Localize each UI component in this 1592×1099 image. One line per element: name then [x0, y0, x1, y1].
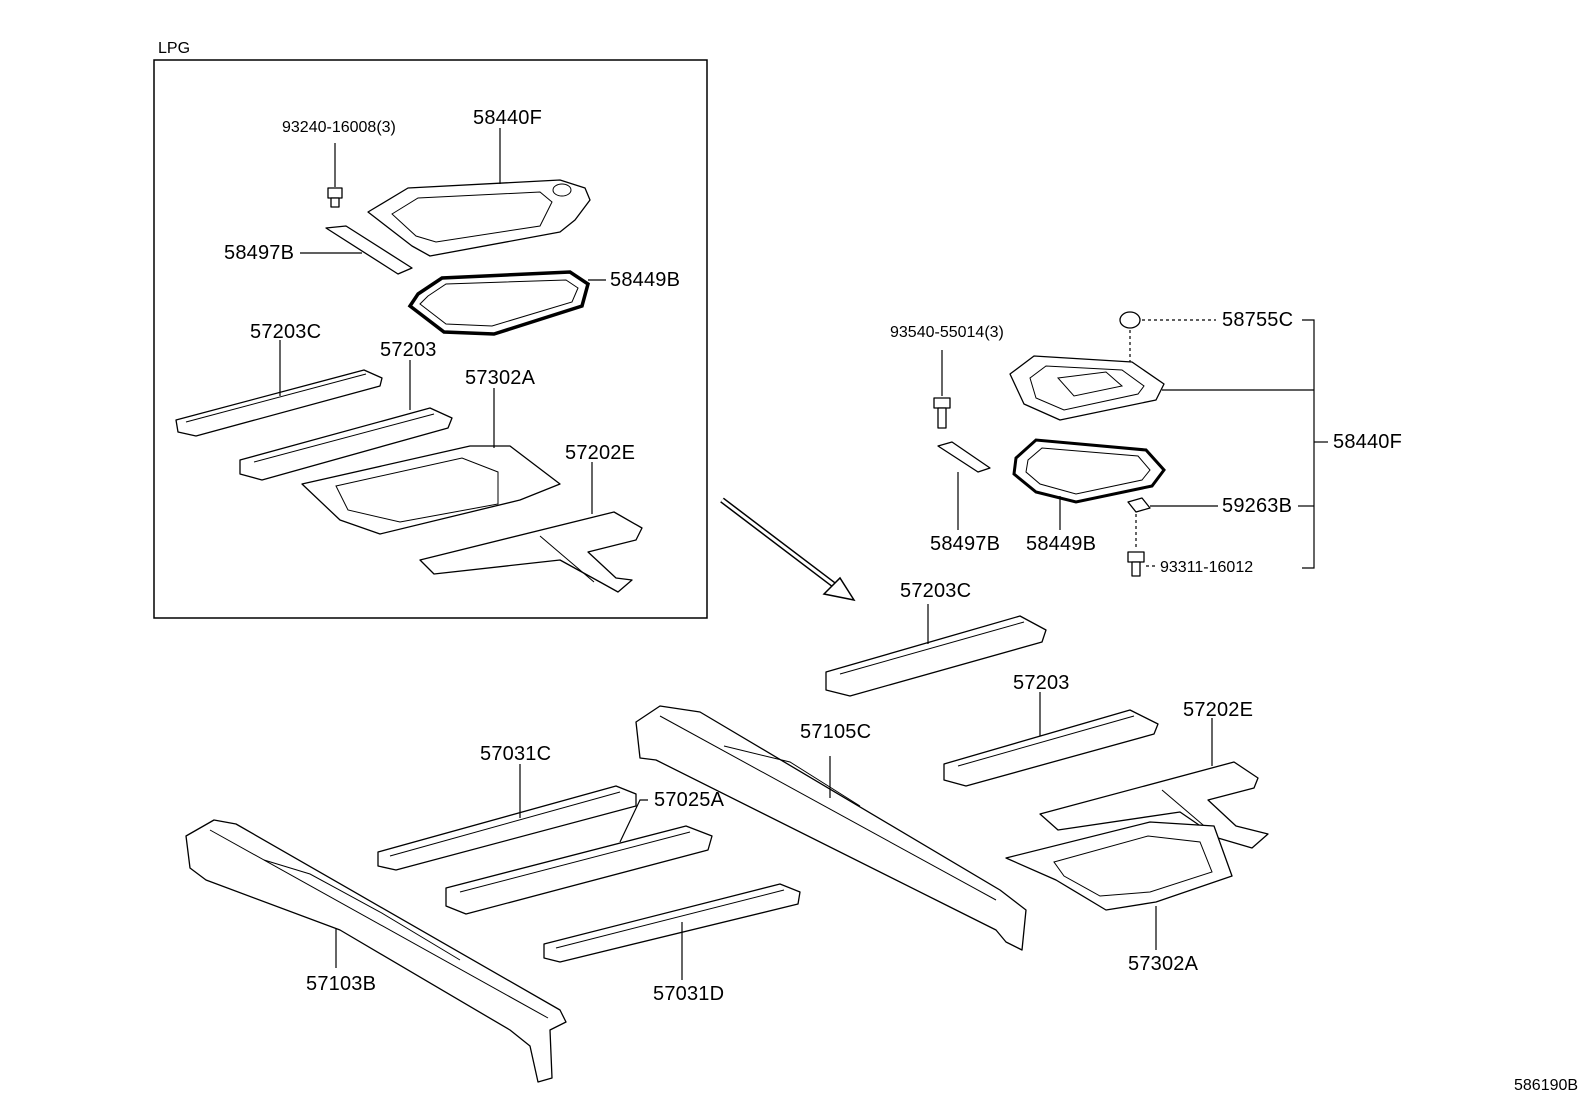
right-bracket-label: 58497B	[930, 533, 1000, 555]
side-member-b-label: 57103B	[306, 973, 376, 995]
right-cover-bracket	[1162, 319, 1328, 569]
right-clip-label: 59263B	[1222, 495, 1292, 517]
side-member-c-label: 57105C	[800, 721, 871, 743]
crossmember-d-label: 57031D	[653, 983, 724, 1005]
main-frame: 57105C 57031C 57025A 57031D 5	[185, 705, 1027, 1083]
right-cap-part	[1119, 311, 1216, 362]
lpg-seal-label: 58449B	[610, 269, 680, 291]
lpg-member-part	[419, 462, 643, 593]
right-beam-label: 57203	[1013, 672, 1070, 694]
direction-arrow	[720, 497, 856, 602]
right-bolt-label: 93540-55014(3)	[890, 324, 1004, 341]
right-member-label: 57202E	[1183, 699, 1253, 721]
right-bracket-part	[937, 441, 991, 530]
right-clip-part	[1127, 497, 1218, 548]
right-beam-c-label: 57203C	[900, 580, 971, 602]
side-member-b-part	[185, 819, 567, 1083]
crossmember-d-part	[543, 883, 801, 980]
lpg-beam-part	[239, 360, 453, 481]
lpg-box: LPG 93240-16008(3) 58440F 58497B 584	[153, 40, 708, 619]
lpg-beam-c-part	[175, 340, 383, 437]
lpg-pan-label: 57302A	[465, 367, 536, 389]
lpg-seal-part	[407, 270, 606, 336]
crossmember-a-part	[445, 799, 713, 915]
right-beam-part	[943, 692, 1159, 787]
lpg-cover-label: 58440F	[473, 107, 542, 129]
lpg-bracket-part	[300, 225, 413, 275]
right-beam-c-part	[825, 604, 1047, 697]
lpg-pan-part	[301, 388, 561, 535]
side-member-c-part	[635, 705, 1027, 951]
lpg-cover-part	[367, 128, 591, 257]
right-cover-label: 58440F	[1333, 431, 1402, 453]
right-cap-label: 58755C	[1222, 309, 1293, 331]
lpg-beam-label: 57203	[380, 339, 437, 361]
right-seal-label: 58449B	[1026, 533, 1096, 555]
lpg-bolt-label: 93240-16008(3)	[282, 119, 396, 136]
figure-code: 586190B	[1514, 1077, 1578, 1094]
lpg-bracket-label: 58497B	[224, 242, 294, 264]
right-screw-label: 93311-16012	[1160, 559, 1253, 576]
right-group: 58755C 58440F 93540-55014(3) 58497B	[825, 309, 1402, 975]
crossmember-a-label: 57025A	[654, 789, 725, 811]
lpg-bolt-part	[327, 143, 343, 208]
right-pan-part	[1005, 821, 1233, 950]
lpg-title: LPG	[158, 40, 190, 57]
right-seal-part	[1012, 438, 1166, 530]
right-bolt-part	[933, 350, 951, 429]
lpg-member-label: 57202E	[565, 442, 635, 464]
right-cover-part	[1009, 355, 1165, 421]
lpg-beam-c-label: 57203C	[250, 321, 321, 343]
crossmember-c-label: 57031C	[480, 743, 551, 765]
crossmember-c-part	[377, 764, 637, 871]
right-pan-label: 57302A	[1128, 953, 1199, 975]
right-screw-part	[1127, 551, 1156, 577]
